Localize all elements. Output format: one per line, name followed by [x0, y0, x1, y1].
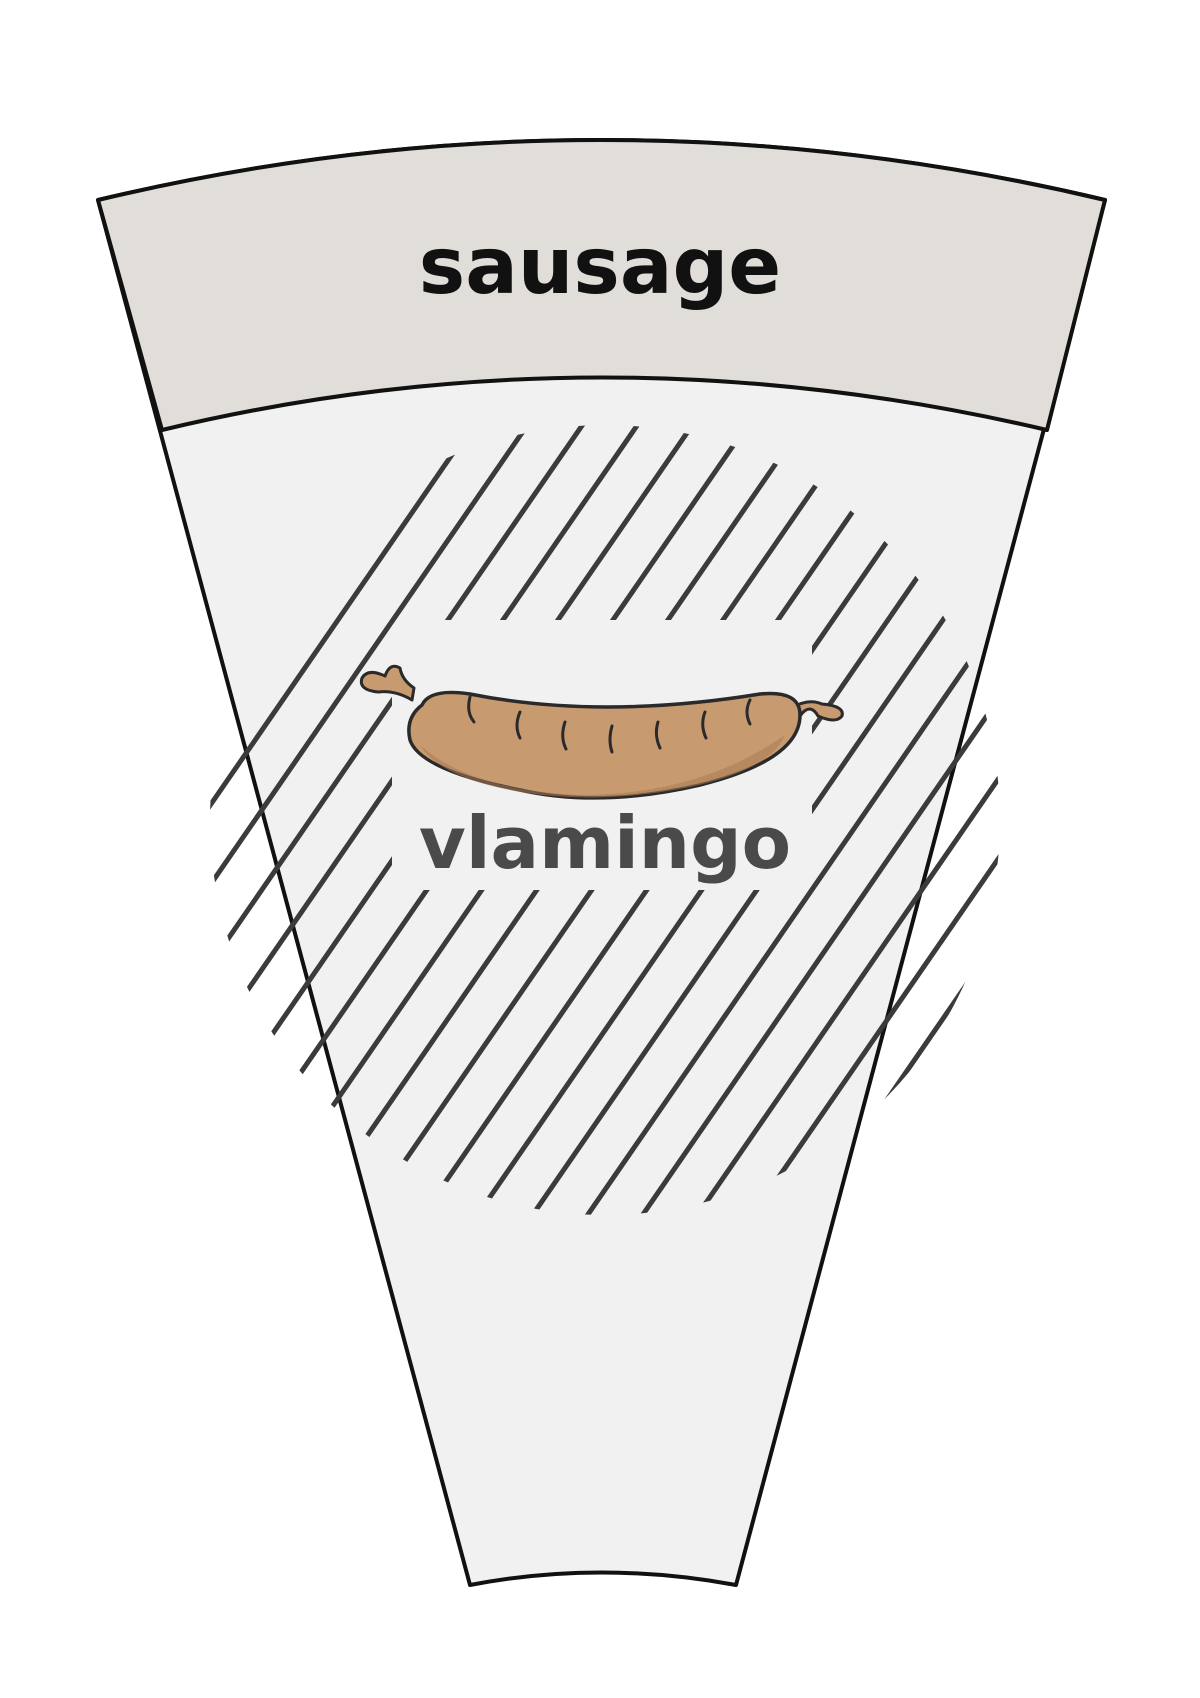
sausage-icon — [359, 664, 844, 800]
card-title: sausage — [419, 222, 781, 312]
hatch-line — [210, 425, 768, 1215]
hatch-line — [1120, 240, 1200, 1400]
hatch-line — [512, 425, 1000, 1215]
hatch-line — [457, 425, 1000, 1215]
hatch-line — [210, 425, 713, 1215]
hatch-line — [1175, 240, 1200, 1400]
title-band — [96, 138, 1107, 432]
brand-name: vlamingo — [419, 801, 791, 885]
hatch-line — [1065, 240, 1200, 1400]
